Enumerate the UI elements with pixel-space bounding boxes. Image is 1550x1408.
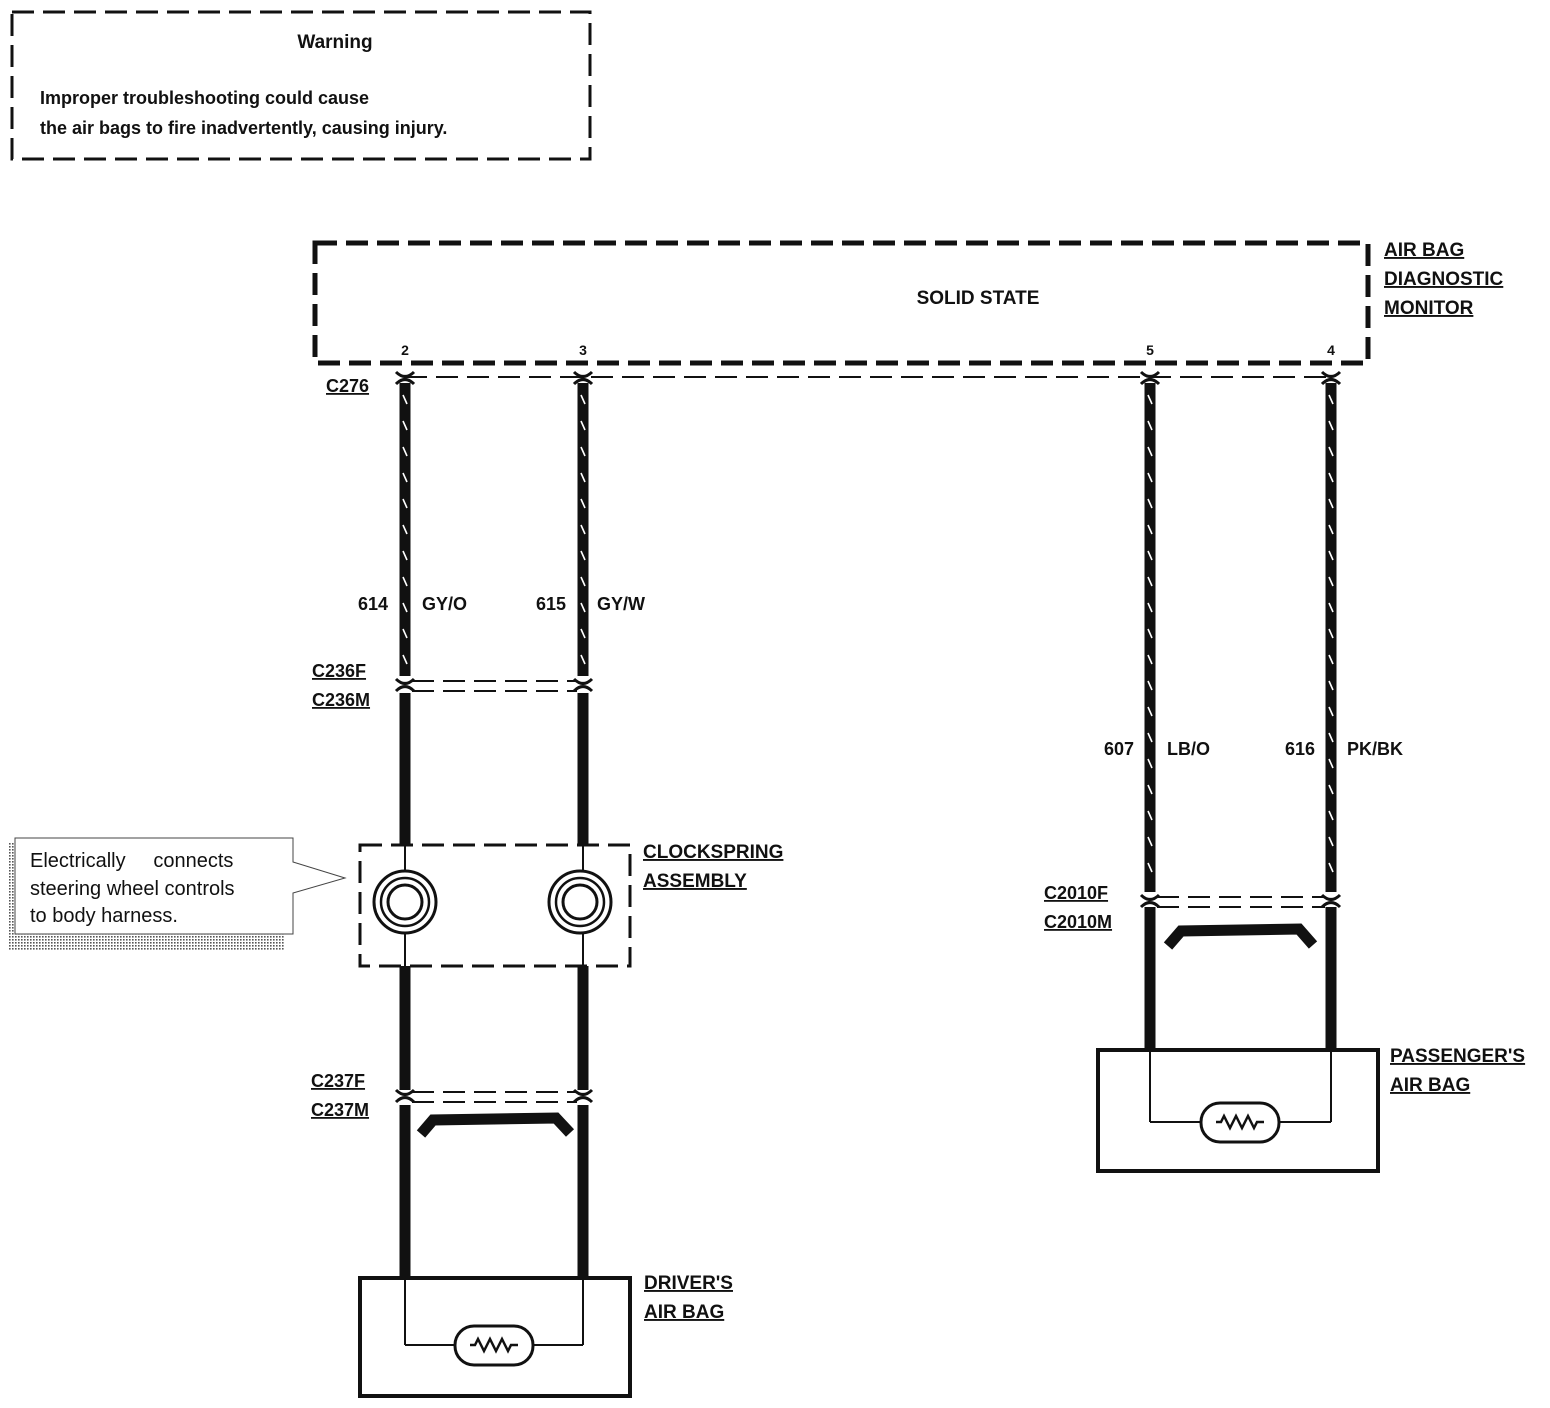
clockspring-callout: Electrically connects steering wheel con… (8, 837, 347, 950)
connector-c276-label: C276 (326, 376, 369, 396)
terminal-symbol (1139, 893, 1161, 909)
circuit-615-color: GY/W (597, 594, 645, 614)
terminal-symbol (394, 370, 416, 386)
passenger-bag-label-1: PASSENGER'S (1390, 1046, 1525, 1067)
pin-3: 3 (579, 342, 587, 358)
clockspring-label-1: CLOCKSPRING (643, 842, 783, 863)
driver-air-bag: DRIVER'S AIR BAG (358, 1273, 733, 1398)
shorting-bar-c237 (416, 1112, 575, 1138)
clockspring-assembly: CLOCKSPRING ASSEMBLY (358, 842, 783, 968)
terminal-symbol (394, 1088, 416, 1104)
pin-5: 5 (1146, 342, 1154, 358)
pin-4: 4 (1327, 342, 1335, 358)
module-name-1: AIR BAG (1384, 240, 1464, 261)
connector-c236m-label: C236M (312, 690, 370, 710)
module-inner-label: SOLID STATE (917, 288, 1040, 309)
module-name-2: DIAGNOSTIC (1384, 269, 1504, 290)
driver-bag-label-2: AIR BAG (644, 1302, 724, 1323)
circuit-614-color: GY/O (422, 594, 467, 614)
driver-resistor-icon (470, 1336, 518, 1354)
connector-c2010m-label: C2010M (1044, 912, 1112, 932)
terminal-symbol (394, 677, 416, 693)
clockspring-label-2: ASSEMBLY (643, 871, 747, 892)
circuit-615-number: 615 (536, 594, 566, 614)
callout-line-1: Electrically connects (30, 850, 233, 872)
passenger-bag-label-2: AIR BAG (1390, 1075, 1470, 1096)
diagnostic-monitor: SOLID STATE AIR BAG DIAGNOSTIC MONITOR 2… (312, 240, 1504, 366)
circuit-labels: 614 GY/O 615 GY/W 607 LB/O 616 PK/BK (358, 594, 1403, 759)
module-name-3: MONITOR (1384, 298, 1474, 319)
callout-line-3: to body harness. (30, 905, 178, 927)
terminal-symbol (1320, 370, 1342, 386)
warning-title: Warning (297, 32, 372, 53)
connector-c2010f-label: C2010F (1044, 883, 1108, 903)
passenger-air-bag: PASSENGER'S AIR BAG (1096, 1046, 1525, 1173)
connector-c276: C276 (326, 376, 1331, 396)
passenger-resistor-icon (1216, 1113, 1264, 1131)
connector-c236f-label: C236F (312, 661, 366, 681)
driver-bag-label-1: DRIVER'S (644, 1273, 733, 1294)
clockspring-coil-right (547, 869, 613, 935)
circuit-616-number: 616 (1285, 739, 1315, 759)
connector-c237: C237F C237M (311, 1071, 577, 1138)
warning-line-1: Improper troubleshooting could cause (40, 88, 369, 108)
circuit-607-number: 607 (1104, 739, 1134, 759)
pin-2: 2 (401, 342, 409, 358)
warning-line-2: the air bags to fire inadvertently, caus… (40, 118, 447, 138)
shorting-bar-c2010 (1163, 923, 1318, 950)
connector-c236: C236F C236M (312, 661, 577, 710)
callout-line-2: steering wheel controls (30, 878, 235, 900)
clockspring-coil-left (372, 869, 438, 935)
circuit-607-color: LB/O (1167, 739, 1210, 759)
connector-c237f-label: C237F (311, 1071, 365, 1091)
warning-box: Warning Improper troubleshooting could c… (10, 10, 592, 161)
circuit-614-number: 614 (358, 594, 388, 614)
terminal-symbol (572, 370, 594, 386)
terminals (394, 370, 1342, 1104)
connector-c2010: C2010F C2010M (1044, 883, 1325, 950)
wires (399, 383, 1337, 1278)
terminal-symbol (1139, 370, 1161, 386)
connector-c237m-label: C237M (311, 1100, 369, 1120)
circuit-616-color: PK/BK (1347, 739, 1403, 759)
